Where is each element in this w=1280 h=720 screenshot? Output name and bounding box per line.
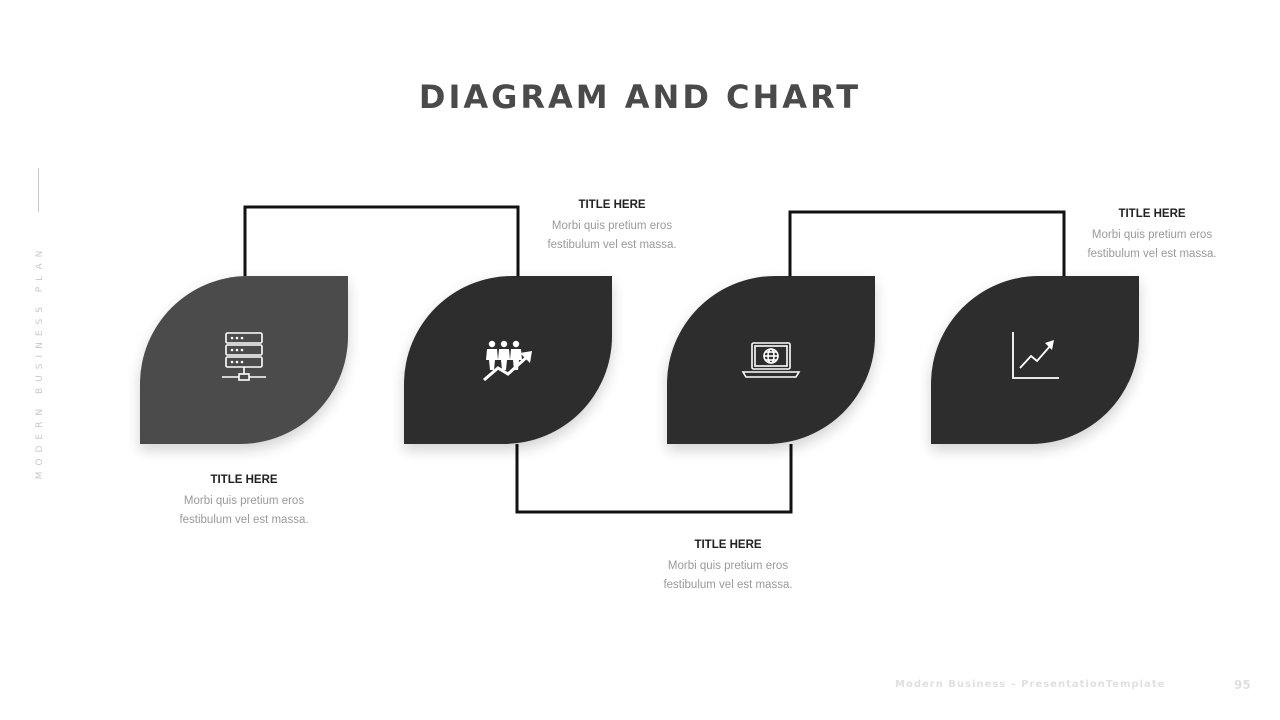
line-chart-icon	[1012, 332, 1059, 379]
step-title-1: TITLE HERE	[210, 474, 278, 486]
step-desc-1-line-2: festibulum vel est massa.	[179, 514, 309, 526]
step-desc-3-line-2: festibulum vel est massa.	[663, 579, 793, 591]
step-desc-2-line-2: festibulum vel est massa.	[547, 239, 677, 251]
connector-3-4	[788, 210, 1066, 276]
page-number: 95	[1234, 678, 1251, 692]
slide-title: DIAGRAM AND CHART	[418, 78, 862, 116]
step-desc-4-line-1: Morbi quis pretium eros	[1091, 229, 1213, 241]
step-text-1: TITLE HERE Morbi quis pretium eros festi…	[159, 474, 329, 530]
step-text-3: TITLE HERE Morbi quis pretium eros festi…	[643, 539, 813, 595]
step-desc-2-line-1: Morbi quis pretium eros	[551, 220, 673, 232]
team-growth-icon	[483, 340, 532, 382]
step-title-3: TITLE HERE	[694, 539, 762, 551]
step-text-2: TITLE HERE Morbi quis pretium eros festi…	[527, 199, 697, 255]
side-divider	[38, 168, 39, 212]
step-desc-4-line-2: festibulum vel est massa.	[1087, 248, 1217, 260]
server-network-icon	[222, 332, 266, 381]
connector-2-3	[515, 444, 793, 514]
step-desc-1-line-1: Morbi quis pretium eros	[183, 495, 305, 507]
step-text-4: TITLE HERE Morbi quis pretium eros festi…	[1067, 208, 1237, 264]
step-title-2: TITLE HERE	[578, 199, 646, 211]
connector-1-2	[243, 205, 520, 276]
footer-text: Modern Business – PresentationTemplate	[895, 679, 1166, 690]
step-title-4: TITLE HERE	[1118, 208, 1186, 220]
laptop-globe-icon	[741, 342, 801, 378]
step-desc-3-line-1: Morbi quis pretium eros	[667, 560, 789, 572]
